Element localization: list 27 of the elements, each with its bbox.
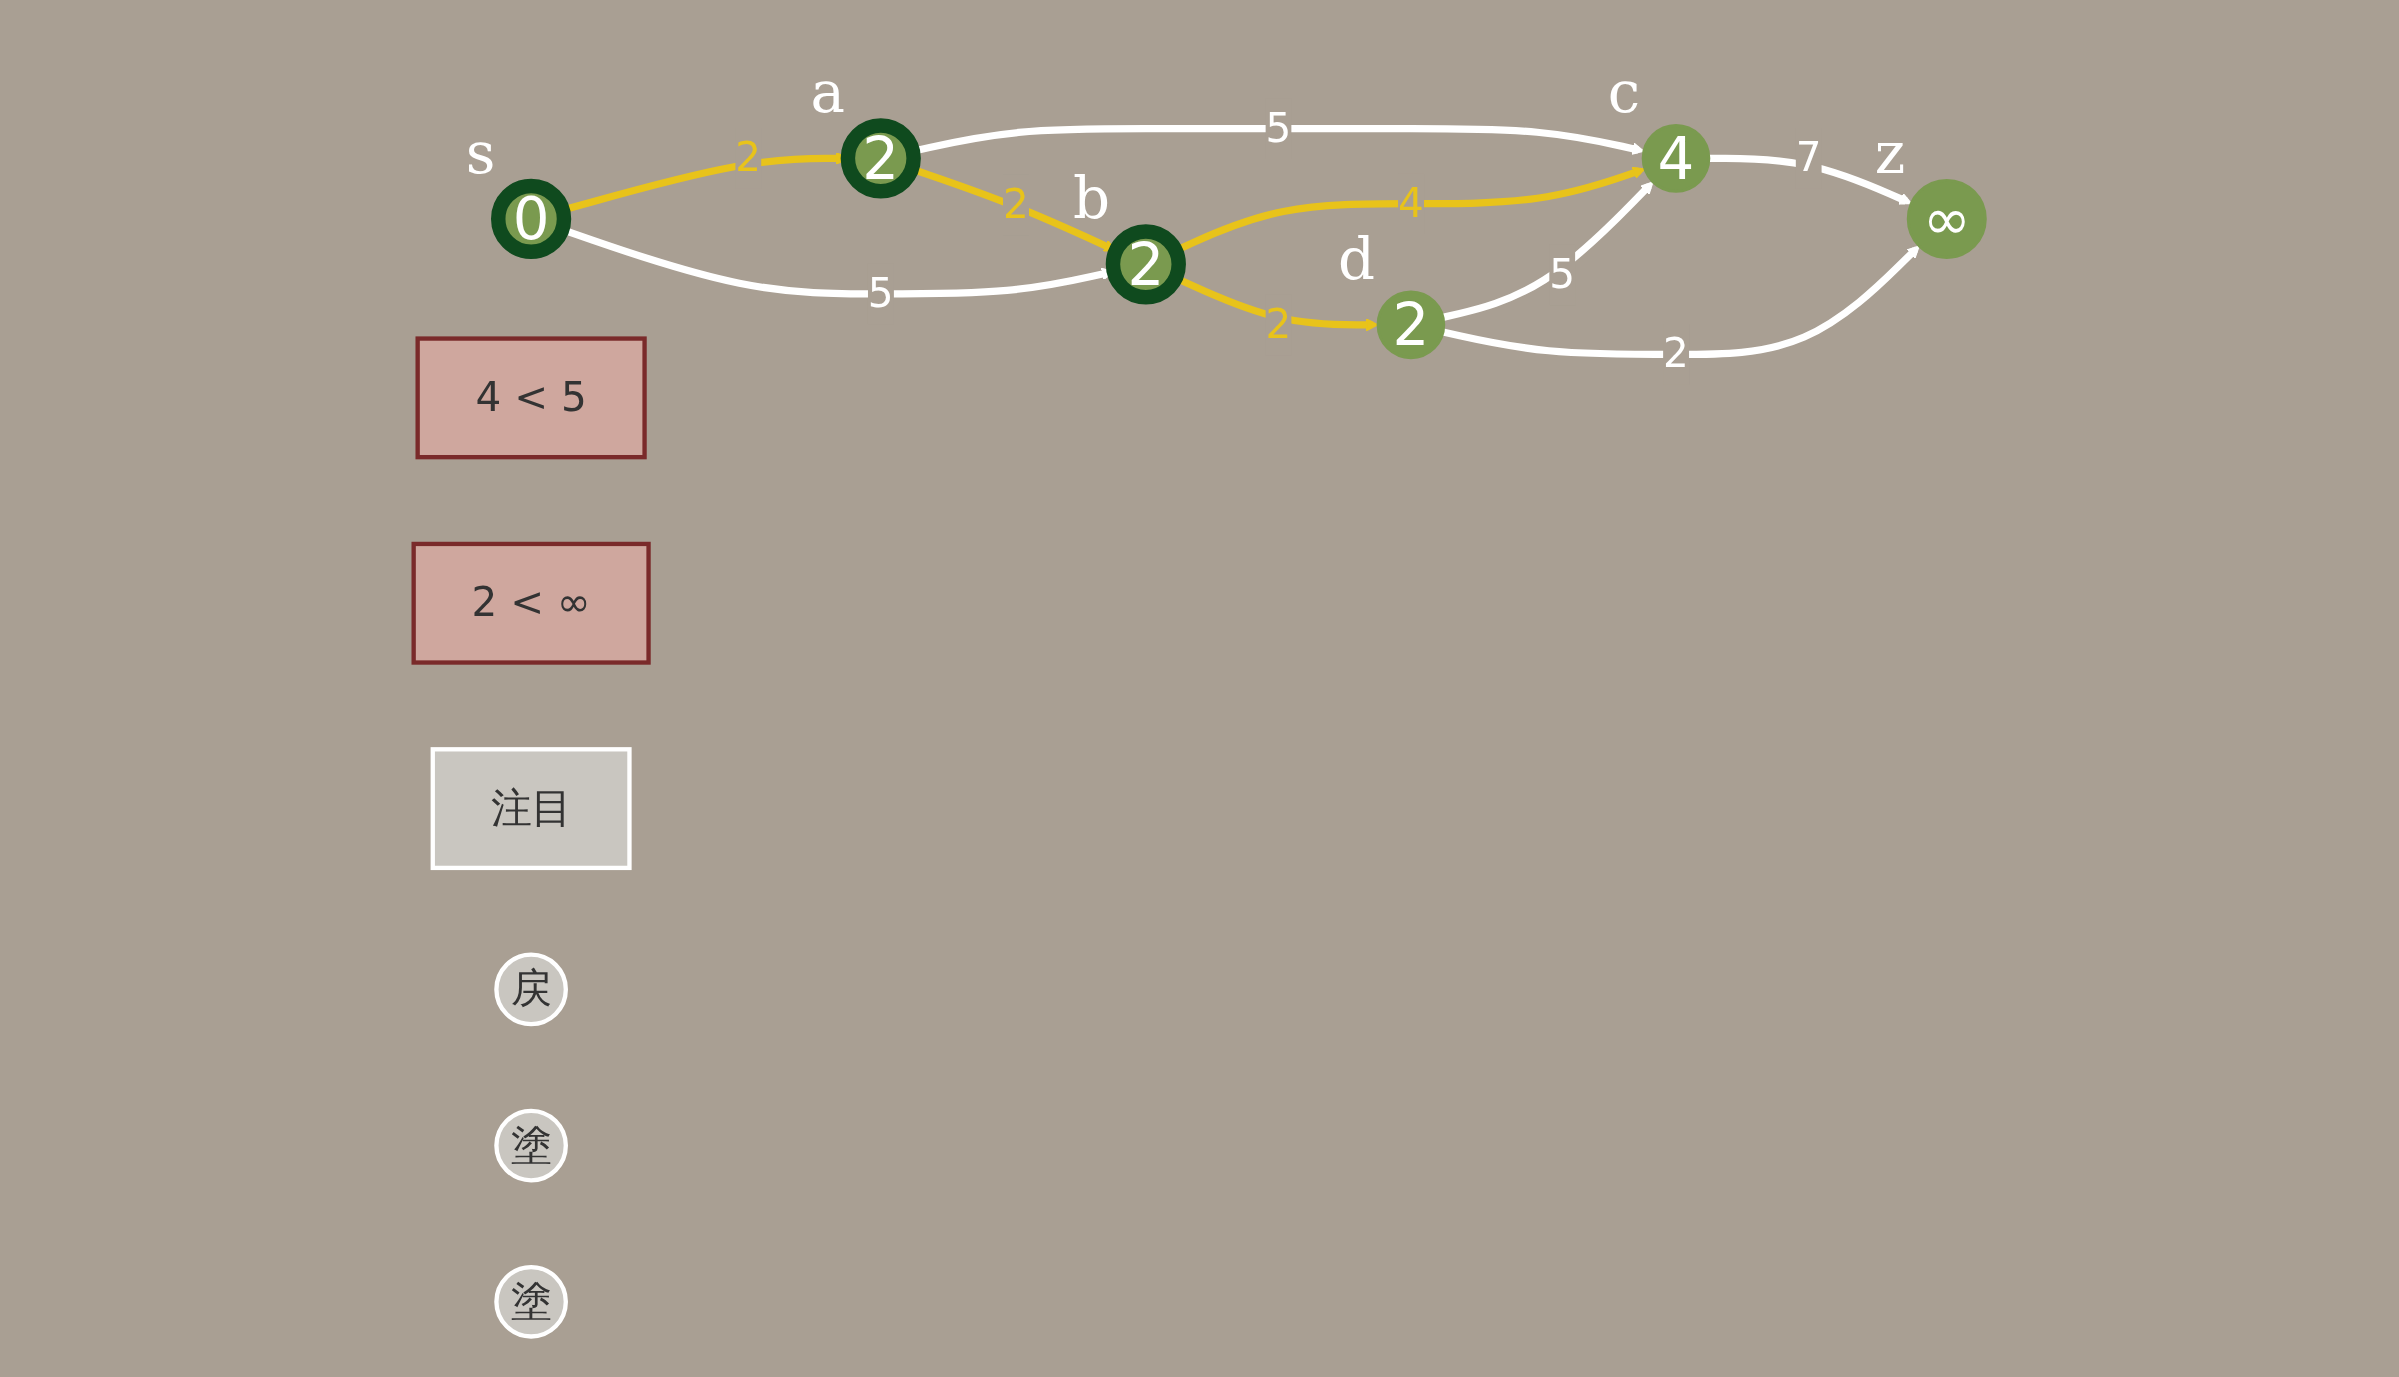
edge-label: 4 — [1398, 179, 1424, 227]
node-circle: 2 — [1376, 290, 1446, 360]
node-circle: 塗 — [494, 1264, 568, 1339]
node-letter: z — [1874, 118, 1906, 187]
edge-label: 5 — [1549, 250, 1576, 298]
edge-label: 2 — [1663, 329, 1689, 378]
arrow — [1442, 245, 1920, 359]
node-letter: d — [1338, 224, 1376, 293]
node-box: 2 < ∞ — [411, 541, 651, 665]
node-box: 4 < 5 — [415, 336, 647, 460]
edge-label: 7 — [1795, 133, 1822, 182]
node-circle: 0 — [491, 178, 572, 259]
node-letter: c — [1607, 58, 1641, 127]
node-box: 注目 — [430, 747, 632, 871]
edge-label: 5 — [1265, 104, 1292, 152]
arrow — [1442, 181, 1654, 321]
node-circle: ∞ — [1906, 178, 1987, 259]
node-circle: 塗 — [494, 1108, 568, 1183]
node-circle: 2 — [1105, 224, 1186, 305]
arrow — [1708, 154, 1912, 205]
edge-label: 5 — [867, 269, 894, 318]
node-circle: 4 — [1641, 124, 1711, 193]
edge-label: 2 — [735, 133, 762, 182]
node-circle: 戻 — [494, 952, 568, 1027]
node-circle: 2 — [840, 118, 921, 199]
edge-label: 2 — [1002, 180, 1029, 229]
edge-label: 2 — [1265, 300, 1292, 348]
